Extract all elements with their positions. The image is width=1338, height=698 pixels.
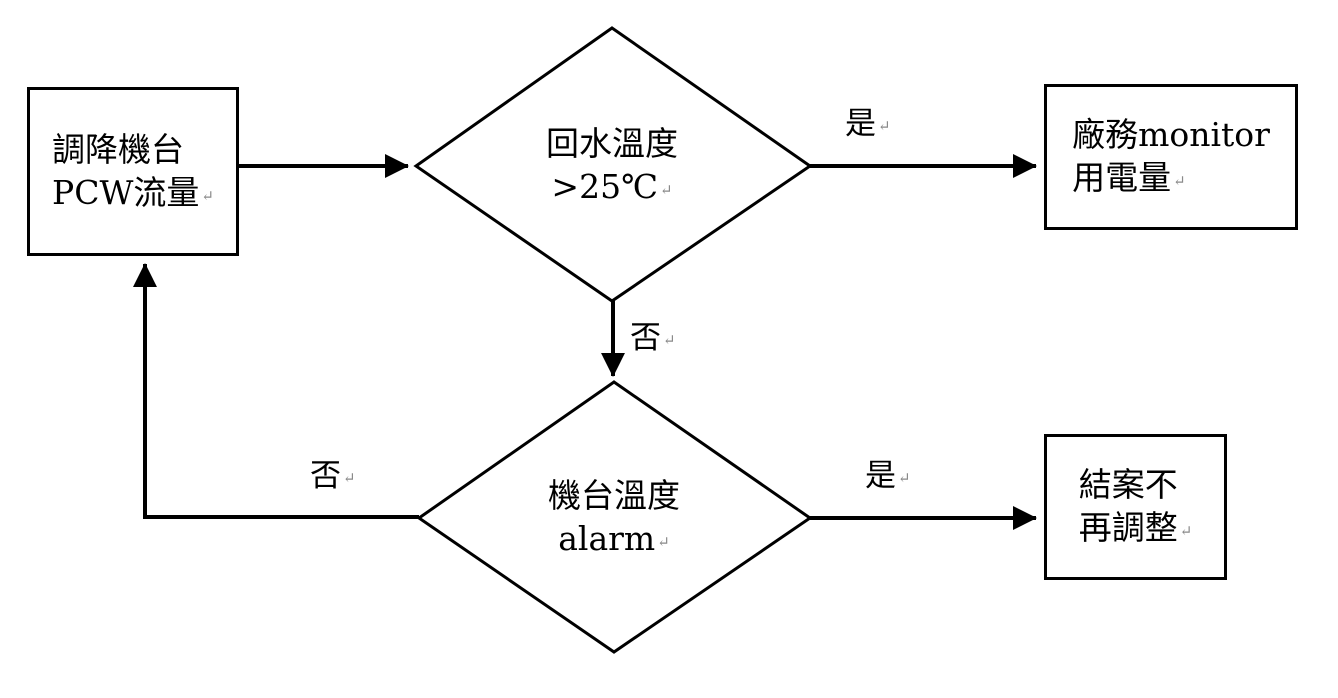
return-mark-icon: ↵ (898, 469, 911, 488)
node-label-adjust-pcw-flow: 調降機台 PCW流量↵ (52, 129, 214, 215)
return-mark-icon: ↵ (663, 331, 676, 350)
return-mark-icon: ↵ (201, 186, 214, 205)
return-mark-icon: ↵ (343, 469, 356, 488)
decision-shape-tool-temp-alarm (416, 380, 813, 654)
node-line-1: 廠務monitor (1072, 115, 1270, 155)
node-line-1: 結案不 (1078, 465, 1178, 505)
node-label-close-case-no-adjust: 結案不 再調整↵ (1079, 464, 1193, 550)
node-close-case-no-adjust[interactable]: 結案不 再調整↵ (1044, 434, 1227, 580)
edge-label-yes-bottom: 是↵ (865, 458, 911, 494)
node-line-2: 用電量↵ (1072, 158, 1186, 197)
return-mark-icon: ↵ (1179, 522, 1193, 541)
node-label-facility-monitor-power: 廠務monitor 用電量↵ (1072, 114, 1270, 200)
node-facility-monitor-power[interactable]: 廠務monitor 用電量↵ (1044, 84, 1298, 230)
return-mark-icon: ↵ (878, 117, 891, 136)
node-adjust-pcw-flow[interactable]: 調降機台 PCW流量↵ (27, 87, 239, 256)
edge-label-yes-top: 是↵ (845, 106, 891, 142)
edge-no-feedback-to-adjust (133, 263, 419, 519)
edge-label-no-top: 否↵ (630, 320, 676, 356)
node-line-2: 再調整↵ (1078, 508, 1193, 547)
return-mark-icon: ↵ (1173, 172, 1186, 191)
node-line-1: 調降機台 (52, 129, 185, 169)
decision-shape-return-water-temp (413, 26, 813, 303)
node-line-2: PCW流量↵ (52, 172, 214, 212)
edge-label-no-bottom: 否↵ (310, 458, 356, 494)
